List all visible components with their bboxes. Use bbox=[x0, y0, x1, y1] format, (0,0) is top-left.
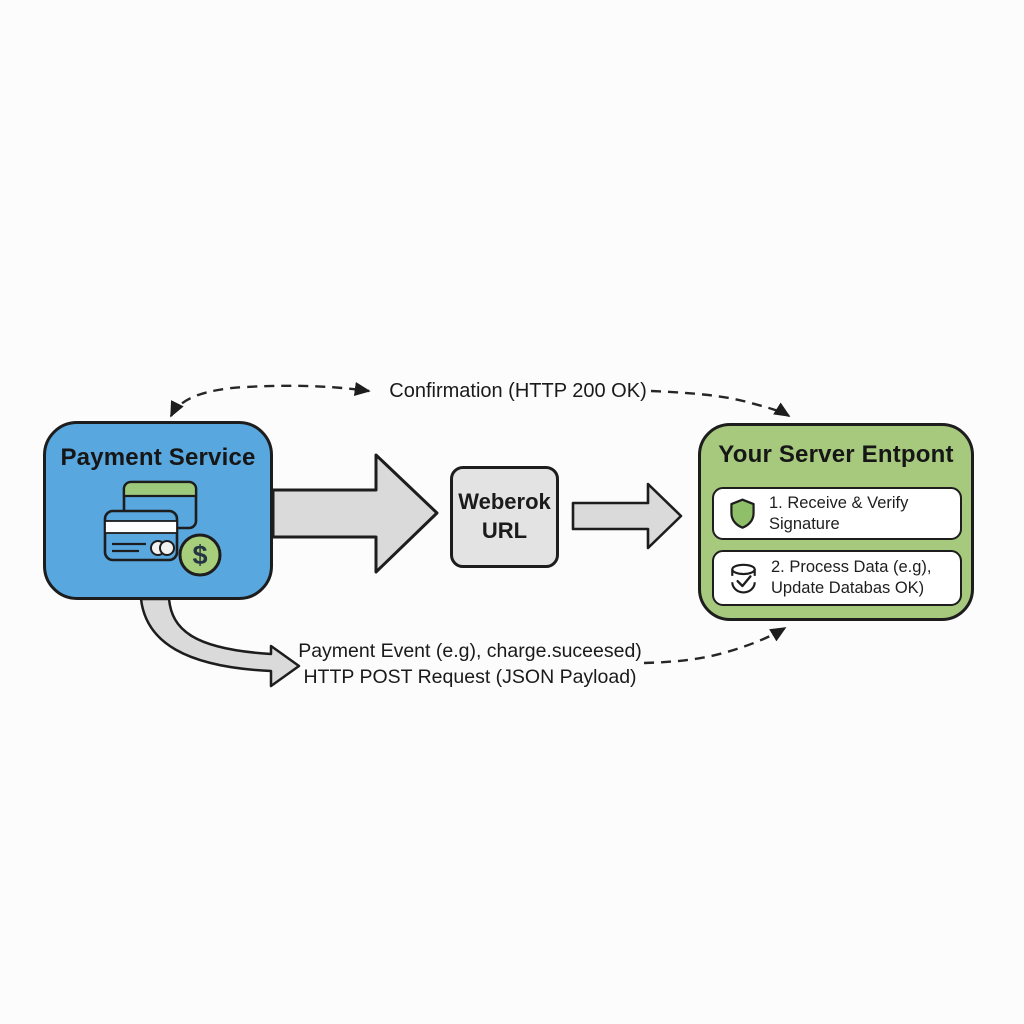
step-process-data: 2. Process Data (e.g), Update Databas OK… bbox=[712, 550, 962, 606]
confirmation-dashed-arrow-right bbox=[650, 389, 791, 418]
block-arrow-webhook-to-server bbox=[571, 482, 683, 550]
webhook-url-label: Weberok URL bbox=[458, 489, 551, 543]
front-card-icon bbox=[103, 509, 179, 562]
webhook-url-node: Weberok URL bbox=[450, 466, 559, 568]
block-arrow-payment-to-webhook bbox=[271, 453, 439, 574]
payment-service-node: Payment Service $ bbox=[43, 421, 273, 600]
step-receive-verify-text: 1. Receive & Verify Signature bbox=[769, 493, 909, 533]
curved-arrow-payment-event bbox=[139, 597, 301, 688]
confirmation-flow-label: Confirmation (HTTP 200 OK) bbox=[389, 380, 647, 402]
server-endpoint-node: Your Server Entpont 1. Receive & Verify … bbox=[698, 423, 974, 621]
dollar-coin-icon: $ bbox=[178, 533, 222, 577]
server-endpoint-title: Your Server Entpont bbox=[718, 441, 954, 468]
step-process-data-text: 2. Process Data (e.g), Update Databas OK… bbox=[771, 558, 932, 597]
payment-service-title: Payment Service bbox=[60, 444, 256, 471]
shield-icon bbox=[730, 498, 755, 529]
payment-event-flow-label: Payment Event (e.g), charge.suceesed) HT… bbox=[298, 640, 642, 688]
payment-event-dashed-arrow bbox=[643, 626, 787, 665]
dollar-symbol: $ bbox=[192, 540, 207, 570]
credit-cards-icon: $ bbox=[103, 480, 222, 577]
step-receive-verify: 1. Receive & Verify Signature bbox=[712, 487, 962, 540]
confirmation-dashed-arrow-left bbox=[169, 382, 371, 418]
database-check-icon bbox=[731, 563, 756, 593]
